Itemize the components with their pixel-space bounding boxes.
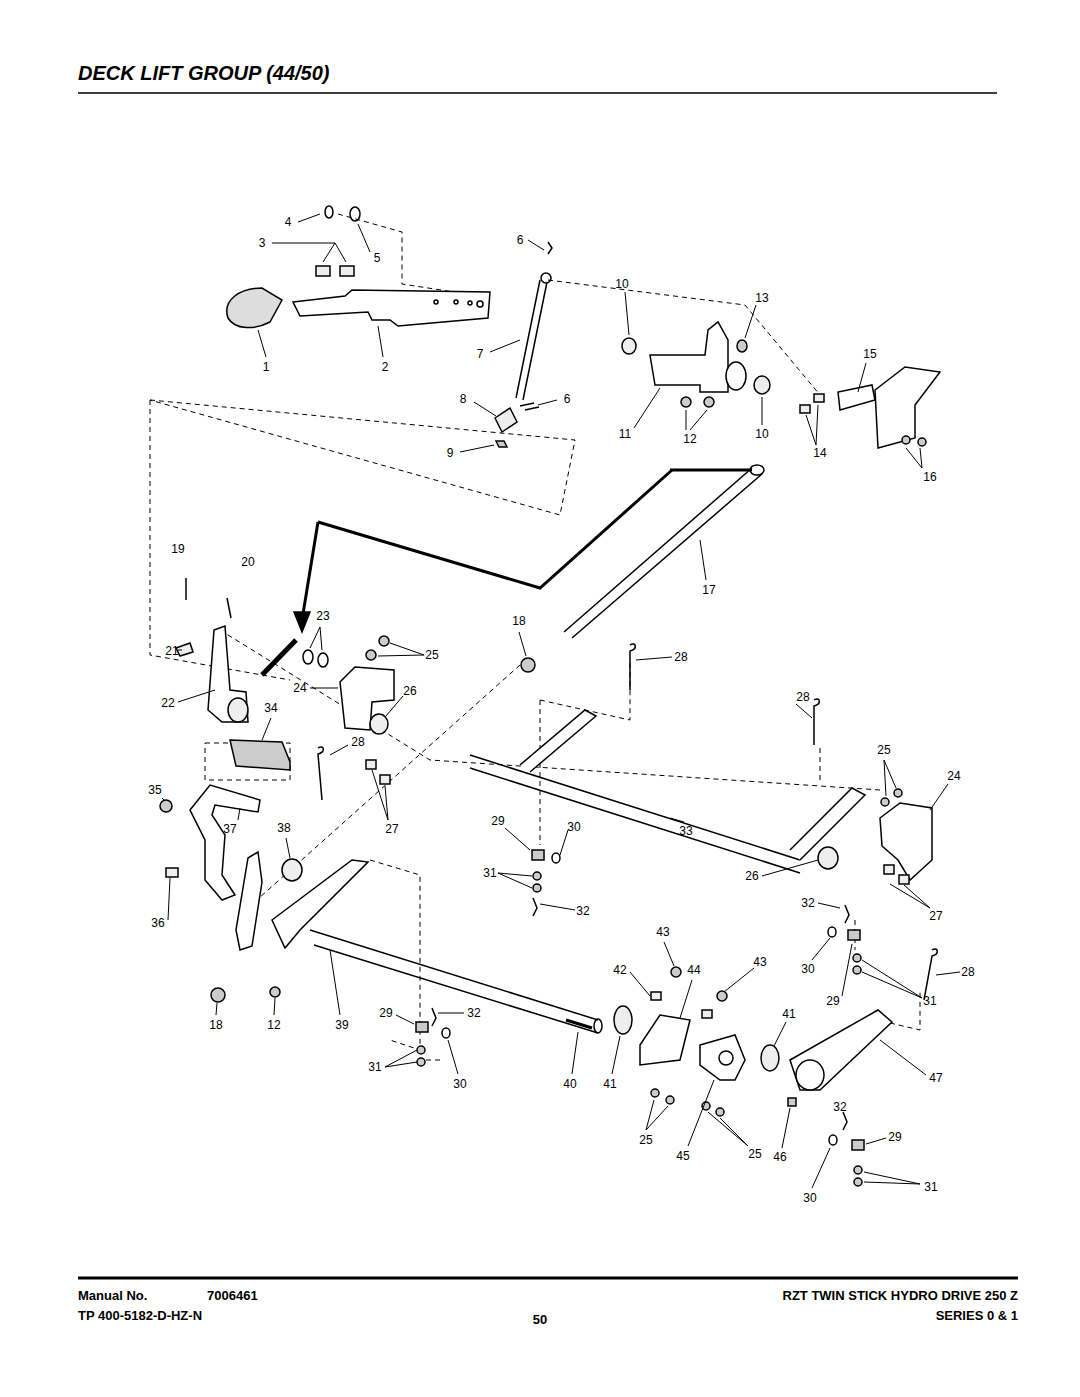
- callout-number: 30: [803, 1191, 816, 1205]
- callout-number: 31: [923, 994, 936, 1008]
- callout-number: 29: [379, 1006, 392, 1020]
- callout-number: 39: [335, 1018, 348, 1032]
- callout-number: 28: [674, 650, 687, 664]
- callout-number: 24: [293, 681, 306, 695]
- callout-number: 12: [267, 1018, 280, 1032]
- callout-number: 32: [801, 896, 814, 910]
- callout-number: 40: [563, 1077, 576, 1091]
- callout-number: 2: [382, 360, 389, 374]
- callout-number: 35: [148, 783, 161, 797]
- callout-number: 32: [576, 904, 589, 918]
- parts: [160, 206, 940, 1186]
- title-rule: [78, 92, 997, 94]
- callout-number: 25: [877, 743, 890, 757]
- callout-number: 22: [161, 696, 174, 710]
- callout-number: 20: [241, 555, 254, 569]
- callout-number: 11: [619, 427, 631, 441]
- callout-number: 29: [826, 994, 839, 1008]
- callout-number: 45: [676, 1149, 689, 1163]
- callout-number: 19: [171, 542, 184, 556]
- callout-number: 24: [947, 769, 960, 783]
- callout-number: 30: [453, 1077, 466, 1091]
- callout-number: 38: [277, 821, 290, 835]
- callout-number: 37: [223, 822, 236, 836]
- footer-text: RZT TWIN STICK HYDRO DRIVE 250 Z: [783, 1288, 1018, 1303]
- callout-number: 30: [567, 820, 580, 834]
- dashed-guides: [150, 214, 920, 1060]
- callout-number: 46: [773, 1150, 786, 1164]
- callout-number: 33: [679, 824, 692, 838]
- callout-number: 43: [656, 925, 669, 939]
- callout-number: 41: [782, 1007, 795, 1021]
- footer-text: Manual No.: [78, 1288, 147, 1303]
- page-title: DECK LIFT GROUP (44/50): [78, 62, 330, 85]
- callout-number: 26: [745, 869, 758, 883]
- callout-number: 9: [447, 446, 454, 460]
- footer-text: 50: [533, 1312, 547, 1327]
- callout-number: 29: [491, 814, 504, 828]
- callout-number: 6: [517, 233, 524, 247]
- callout-number: 36: [151, 916, 164, 930]
- callout-number: 28: [961, 965, 974, 979]
- callout-number: 29: [888, 1130, 901, 1144]
- callout-number: 25: [748, 1147, 761, 1161]
- callout-number: 6: [564, 392, 571, 406]
- callout-number: 4: [285, 215, 292, 229]
- callout-number: 17: [702, 583, 715, 597]
- callout-number: 25: [639, 1133, 652, 1147]
- callout-number: 44: [687, 963, 700, 977]
- callout-number: 7: [477, 347, 484, 361]
- callout-number: 31: [368, 1060, 381, 1074]
- callout-number: 8: [460, 392, 467, 406]
- callout-number: 21: [165, 644, 178, 658]
- callout-number: 5: [374, 251, 381, 265]
- callout-number: 16: [923, 470, 936, 484]
- footer-text: TP 400-5182-D-HZ-N: [78, 1308, 202, 1323]
- callout-number: 13: [755, 291, 768, 305]
- callout-number: 28: [796, 690, 809, 704]
- footer-text: SERIES 0 & 1: [936, 1308, 1018, 1323]
- callout-number: 43: [753, 955, 766, 969]
- callout-number: 32: [833, 1100, 846, 1114]
- callout-number: 12: [683, 432, 696, 446]
- callout-number: 10: [755, 427, 768, 441]
- callout-number: 27: [929, 909, 942, 923]
- callout-number: 28: [351, 735, 364, 749]
- callout-number: 10: [615, 277, 628, 291]
- callout-number: 27: [385, 822, 398, 836]
- callout-number: 3: [259, 236, 266, 250]
- callout-number: 23: [316, 609, 329, 623]
- callout-number: 18: [209, 1018, 222, 1032]
- callout-number: 34: [264, 701, 277, 715]
- callout-number: 26: [403, 684, 416, 698]
- callout-number: 1: [263, 360, 270, 374]
- footer-rule: [78, 1277, 1018, 1280]
- callout-number: 41: [603, 1077, 616, 1091]
- callout-number: 32: [467, 1006, 480, 1020]
- callout-number: 15: [863, 347, 876, 361]
- callout-number: 47: [929, 1071, 942, 1085]
- callout-number: 31: [483, 866, 496, 880]
- callout-number: 18: [512, 614, 525, 628]
- callout-number: 14: [813, 446, 826, 460]
- callout-number: 30: [801, 962, 814, 976]
- callout-number: 31: [924, 1180, 937, 1194]
- footer-text: 7006461: [207, 1288, 258, 1303]
- callout-number: 25: [425, 648, 438, 662]
- callout-number: 42: [613, 963, 626, 977]
- leader-lines: [162, 214, 960, 1188]
